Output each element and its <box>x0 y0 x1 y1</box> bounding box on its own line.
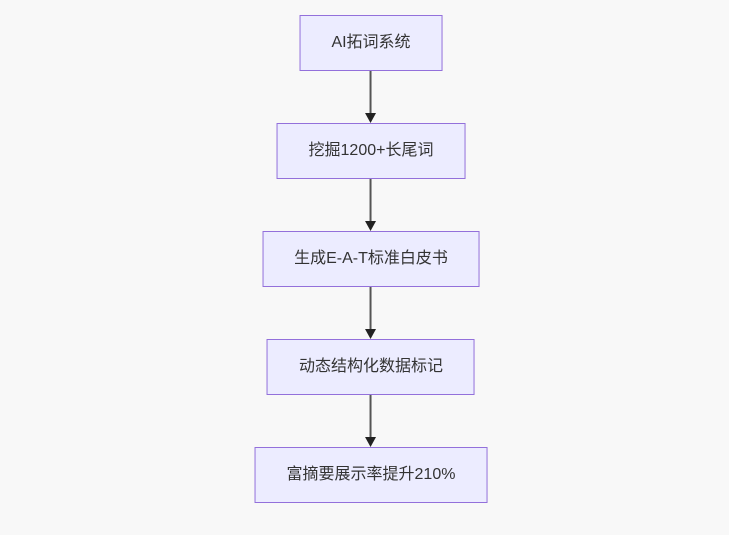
flow-node-label: 富摘要展示率提升210% <box>286 466 456 483</box>
flow-edge-2 <box>365 179 377 231</box>
flow-edge-3 <box>365 287 377 339</box>
flow-edge-1 <box>365 71 377 123</box>
flow-node-label: 动态结构化数据标记 <box>298 358 443 375</box>
arrow-down-icon <box>365 395 377 447</box>
flow-node-4: 动态结构化数据标记 <box>266 339 475 395</box>
arrow-down-icon <box>365 71 377 123</box>
flow-node-label: 生成E-A-T标准白皮书 <box>294 250 448 267</box>
arrow-down-icon <box>365 287 377 339</box>
flow-edge-4 <box>365 395 377 447</box>
flow-node-1: AI拓词系统 <box>299 15 443 71</box>
flow-node-label: 挖掘1200+长尾词 <box>308 142 434 159</box>
arrow-down-icon <box>365 179 377 231</box>
flow-node-3: 生成E-A-T标准白皮书 <box>262 231 480 287</box>
flow-node-5: 富摘要展示率提升210% <box>254 447 488 503</box>
flow-node-label: AI拓词系统 <box>331 34 411 51</box>
flowchart: AI拓词系统 挖掘1200+长尾词 生成E-A-T标准白皮书 动态结构化数据标记 <box>254 15 488 503</box>
flow-node-2: 挖掘1200+长尾词 <box>276 123 466 179</box>
